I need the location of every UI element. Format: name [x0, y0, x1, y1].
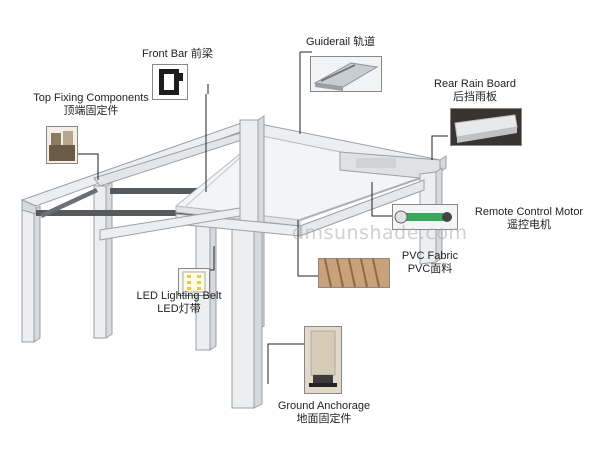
- leader-lines: [74, 51, 448, 384]
- motor-label: Remote Control Motor 遥控电机: [464, 206, 594, 232]
- leader-top-fixing: [74, 153, 99, 180]
- led-belt-thumbnail: [178, 268, 210, 296]
- front-right-post: [231, 221, 263, 409]
- led-zh: LED灯带: [157, 303, 201, 315]
- pvc-fabric-thumbnail: [318, 258, 390, 288]
- front-bar-zh: 前梁: [190, 48, 213, 60]
- led-en: LED Lighting Belt: [136, 290, 222, 302]
- pvc-en: PVC Fabric: [401, 250, 459, 262]
- top-fixing-label: Top Fixing Components 顶端固定件: [16, 92, 166, 118]
- top-fixing-en: Top Fixing Components: [33, 92, 149, 104]
- front-bar-thumbnail: [152, 64, 188, 100]
- leader-pvc: [297, 220, 318, 277]
- guiderail-thumbnail: [310, 56, 382, 92]
- rear-rain-en: Rear Rain Board: [434, 78, 516, 90]
- guiderail-label: Guiderail 轨道: [306, 36, 375, 49]
- front-lower-beam: [99, 179, 425, 241]
- motor-thumbnail: [392, 204, 458, 230]
- rear-rain-zh: 后挡雨板: [453, 91, 497, 103]
- top-fixing-zh: 顶端固定件: [63, 105, 119, 117]
- leader-rear-rain: [431, 135, 448, 160]
- pvc-zh: PVC面料: [407, 263, 453, 275]
- front-bar-label: Front Bar 前梁: [142, 48, 213, 61]
- ground-en: Ground Anchorage: [277, 400, 371, 412]
- rear-rain-label: Rear Rain Board 后挡雨板: [420, 78, 530, 104]
- front-bar-en: Front Bar: [142, 48, 188, 60]
- motor-en: Remote Control Motor: [474, 206, 584, 218]
- leader-motor: [371, 182, 392, 217]
- middle-rear-post: [93, 181, 113, 339]
- leader-ground: [267, 343, 304, 384]
- leader-led: [208, 246, 215, 271]
- ground-zh: 地面固定件: [296, 413, 352, 425]
- led-label: LED Lighting Belt LED灯带: [124, 290, 234, 316]
- guiderail-zh: 轨道: [353, 36, 376, 48]
- motor-zh: 遥控电机: [507, 219, 551, 231]
- watermark: dmsunshade.com: [292, 222, 468, 244]
- ground-label: Ground Anchorage 地面固定件: [264, 400, 384, 426]
- left-rear-post: [21, 205, 41, 343]
- rear-rain-thumbnail: [450, 108, 522, 146]
- top-fixing-thumbnail: [46, 126, 78, 164]
- guiderail-en: Guiderail: [306, 36, 351, 48]
- ground-anchorage-thumbnail: [304, 326, 342, 394]
- pvc-label: PVC Fabric PVC面料: [392, 250, 468, 276]
